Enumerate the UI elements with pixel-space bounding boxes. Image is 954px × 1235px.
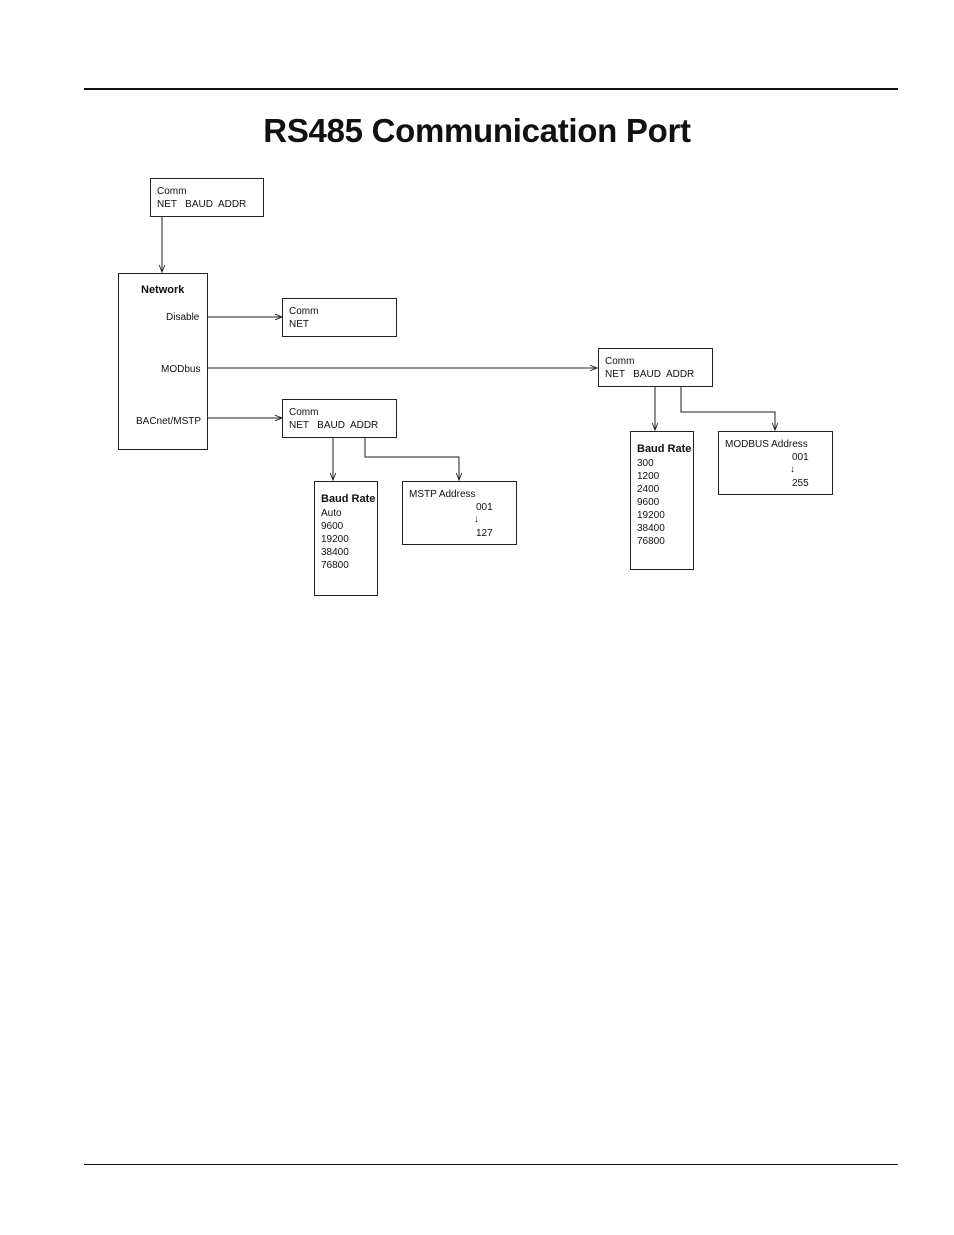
network-heading: Network (141, 284, 184, 297)
comm-modbus-box: Comm NET BAUD ADDR (598, 348, 713, 387)
modbus-baud-value: 19200 (637, 509, 665, 522)
modbus-baud-value: 300 (637, 457, 654, 470)
modbus-baud-value: 9600 (637, 496, 659, 509)
modbus-baud-box: Baud Rate 300 1200 2400 9600 19200 38400… (630, 431, 694, 570)
modbus-baud-value: 1200 (637, 470, 659, 483)
arrow-modbus-addr (681, 387, 775, 430)
comm-bacnet-line1: Comm (289, 406, 318, 419)
network-option-disable: Disable (166, 311, 199, 324)
bacnet-baud-value: Auto (321, 507, 342, 520)
bacnet-baud-box: Baud Rate Auto 9600 19200 38400 76800 (314, 481, 378, 596)
comm-modbus-line2: NET BAUD ADDR (605, 368, 694, 381)
network-box: Network Disable MODbus BACnet/MSTP (118, 273, 208, 450)
comm-bacnet-box: Comm NET BAUD ADDR (282, 399, 397, 438)
comm-bacnet-line2: NET BAUD ADDR (289, 419, 378, 432)
modbus-address-heading: MODBUS Address (725, 438, 808, 451)
bacnet-baud-value: 9600 (321, 520, 343, 533)
mstp-address-arrow-icon: ↓ (474, 513, 479, 526)
mstp-address-max: 127 (476, 527, 493, 540)
modbus-baud-heading: Baud Rate (637, 443, 691, 456)
mstp-address-heading: MSTP Address (409, 488, 476, 501)
comm-root-line2: NET BAUD ADDR (157, 198, 246, 211)
comm-root-line1: Comm (157, 185, 186, 198)
modbus-address-box: MODBUS Address 001 ↓ 255 (718, 431, 833, 495)
bacnet-baud-value: 38400 (321, 546, 349, 559)
comm-disable-line1: Comm (289, 305, 318, 318)
bacnet-baud-heading: Baud Rate (321, 493, 375, 506)
mstp-address-box: MSTP Address 001 ↓ 127 (402, 481, 517, 545)
comm-root-box: Comm NET BAUD ADDR (150, 178, 264, 217)
comm-disable-box: Comm NET (282, 298, 397, 337)
modbus-baud-value: 38400 (637, 522, 665, 535)
modbus-baud-value: 2400 (637, 483, 659, 496)
comm-disable-line2: NET (289, 318, 309, 331)
bacnet-baud-value: 19200 (321, 533, 349, 546)
bacnet-baud-value: 76800 (321, 559, 349, 572)
comm-modbus-line1: Comm (605, 355, 634, 368)
arrow-bacnet-addr (365, 437, 459, 480)
bottom-rule (84, 1164, 898, 1165)
modbus-address-max: 255 (792, 477, 809, 490)
network-option-bacnet: BACnet/MSTP (136, 415, 201, 428)
network-option-modbus: MODbus (161, 363, 200, 376)
modbus-address-arrow-icon: ↓ (790, 463, 795, 476)
modbus-baud-value: 76800 (637, 535, 665, 548)
